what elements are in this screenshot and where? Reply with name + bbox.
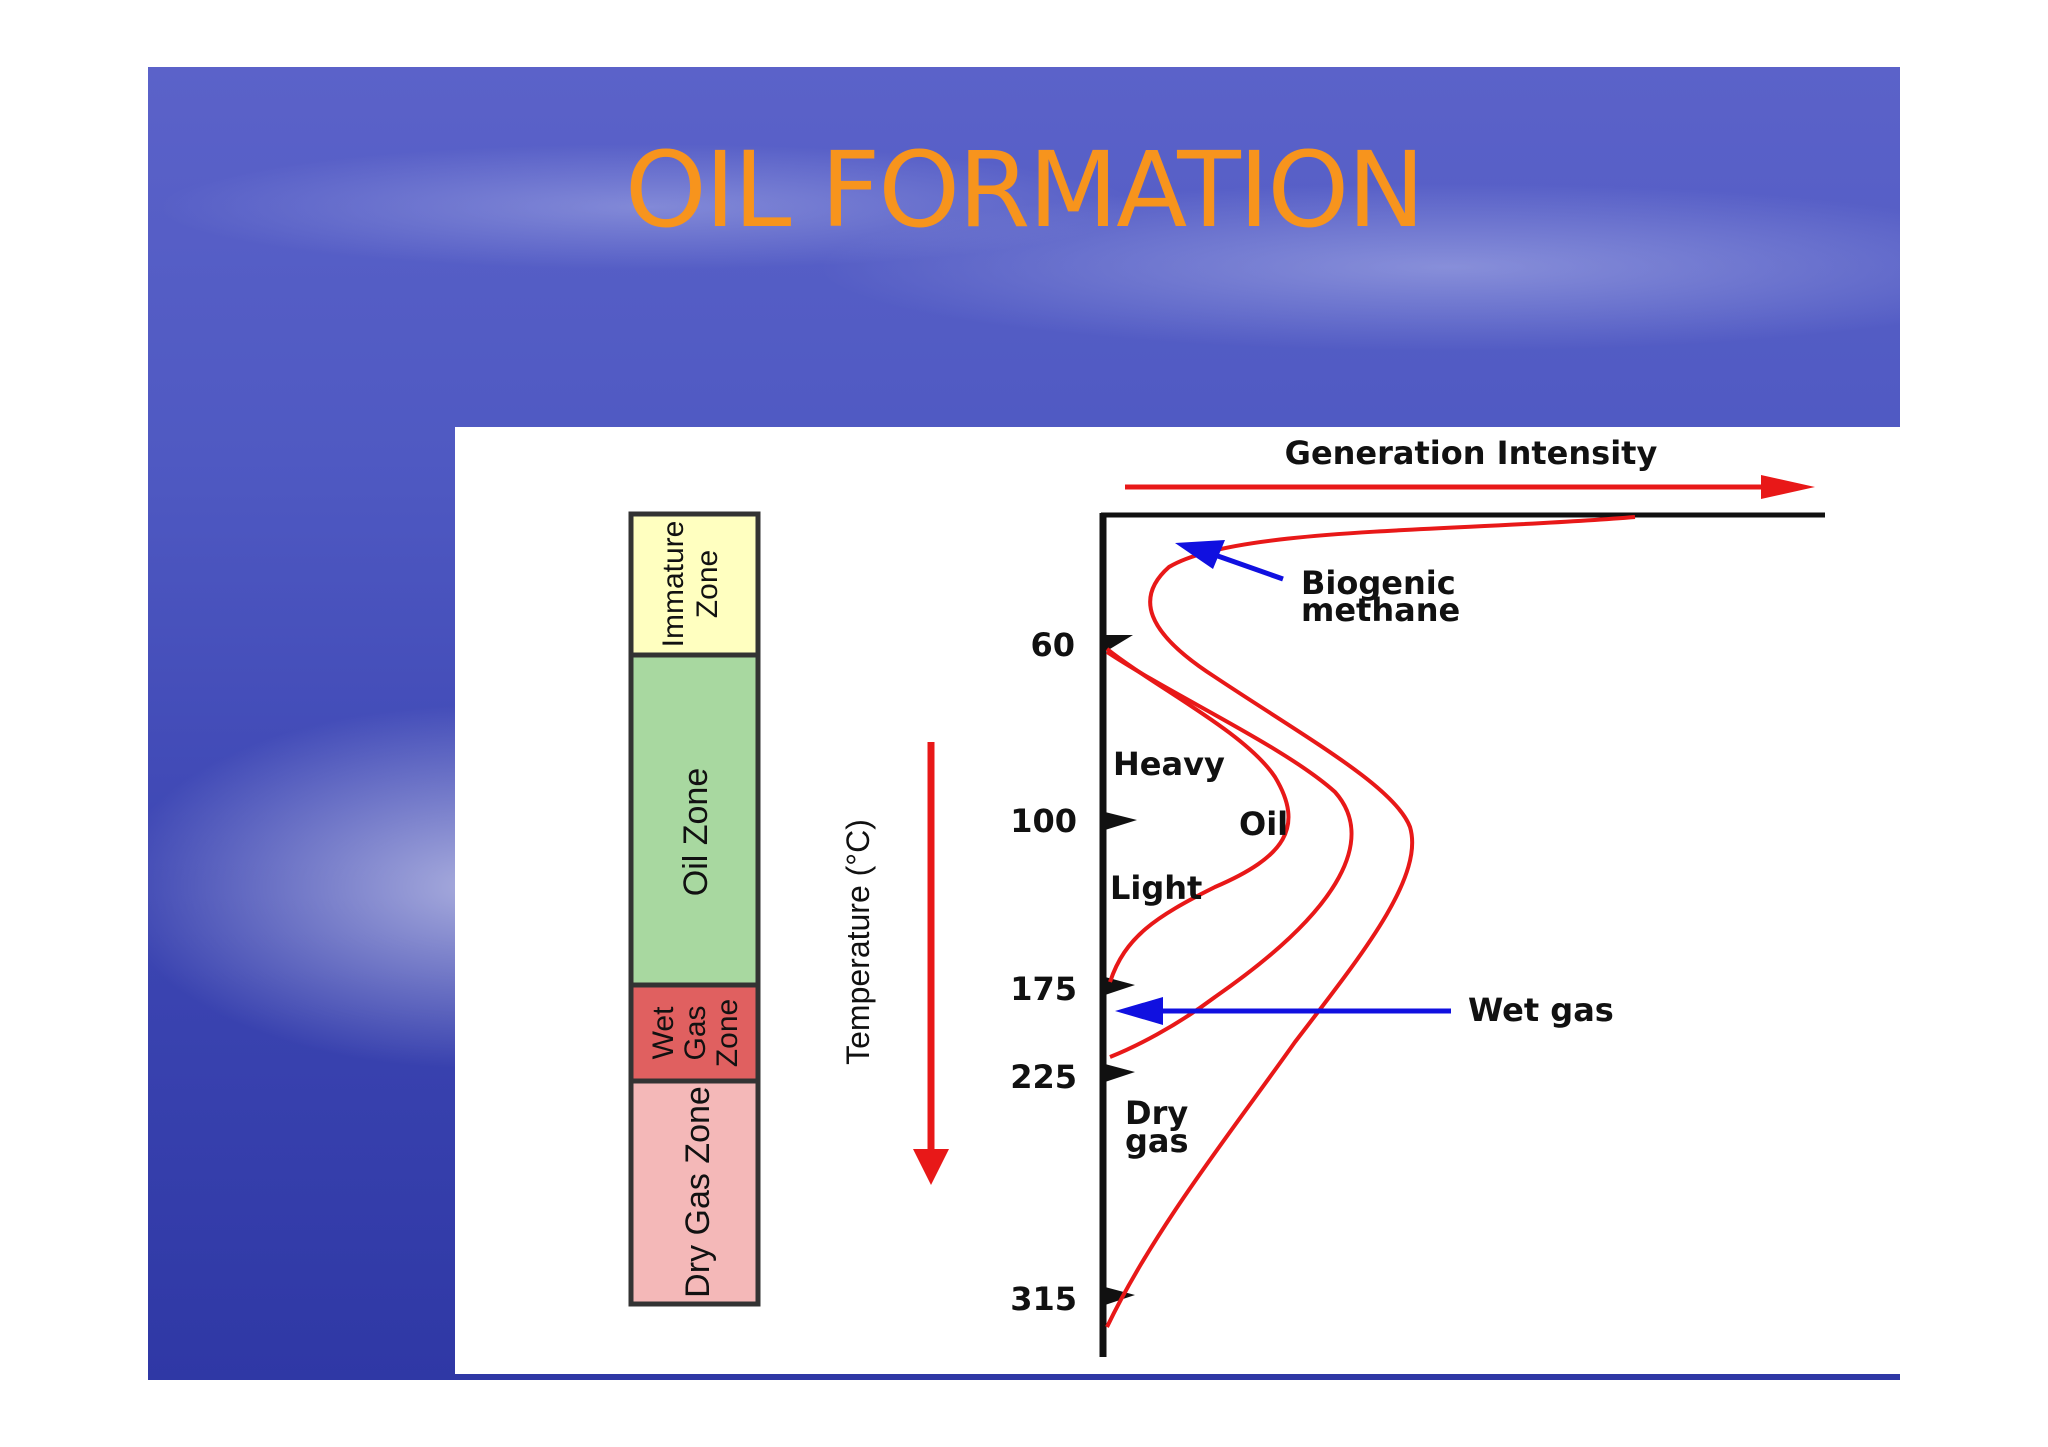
tick-label-175: 175 <box>1010 970 1077 1008</box>
tick-label-60: 60 <box>1030 626 1075 664</box>
zone-wet-label-1: Wet <box>647 1006 680 1059</box>
label-light: Light <box>1110 869 1202 907</box>
tick-label-225: 225 <box>1010 1058 1077 1096</box>
tick-label-100: 100 <box>1010 802 1077 840</box>
generation-arrow-head <box>1761 475 1815 499</box>
tick-175 <box>1105 977 1135 995</box>
label-biogenic-1: Biogenic <box>1301 564 1456 602</box>
label-oil: Oil <box>1239 805 1288 843</box>
label-wet-gas: Wet gas <box>1468 991 1614 1029</box>
tick-100 <box>1105 812 1137 830</box>
zone-dry-label: Dry Gas Zone <box>679 1086 717 1298</box>
tick-60 <box>1105 635 1133 652</box>
diagram-panel: Immature Zone Oil Zone Wet Gas Zone Dry … <box>455 427 1901 1374</box>
label-biogenic-2: methane <box>1301 591 1460 629</box>
temperature-axis-label: Temperature (°C) <box>840 819 876 1065</box>
tick-315 <box>1105 1287 1135 1305</box>
biogenic-arrow <box>1214 552 1284 582</box>
zone-immature <box>628 511 761 658</box>
oil-formation-diagram: Immature Zone Oil Zone Wet Gas Zone Dry … <box>628 434 1825 1357</box>
zone-immature-label-2: Zone <box>691 550 724 618</box>
label-dry-1: Dry <box>1125 1094 1188 1132</box>
oil-curve-outer <box>1105 650 1354 1059</box>
wet-gas-arrow-head <box>1115 997 1163 1025</box>
generation-axis-label: Generation Intensity <box>1285 434 1658 472</box>
slide-background: OIL FORMATION Immature Zone Oil Zone Wet… <box>148 67 1901 1380</box>
zone-dry-gas <box>628 1078 761 1307</box>
zone-column: Immature Zone Oil Zone Wet Gas Zone Dry … <box>628 511 761 1307</box>
label-heavy: Heavy <box>1113 745 1225 783</box>
label-dry-2: gas <box>1125 1122 1189 1160</box>
slide-title: OIL FORMATION <box>624 129 1425 251</box>
biogenic-methane-curve <box>1105 515 1636 1328</box>
zone-wet-label-2: Gas <box>679 1005 712 1060</box>
temperature-arrow-head <box>913 1149 949 1185</box>
oil-curve-inner <box>1105 647 1291 983</box>
biogenic-arrow-head <box>1175 540 1225 569</box>
zone-oil <box>628 652 761 988</box>
zone-immature-label-1: Immature <box>657 521 690 648</box>
zone-wet-label-3: Zone <box>711 999 744 1067</box>
tick-225 <box>1105 1064 1135 1082</box>
zone-oil-label: Oil Zone <box>677 768 715 897</box>
generation-curves <box>1105 515 1636 1328</box>
tick-label-315: 315 <box>1010 1280 1077 1318</box>
